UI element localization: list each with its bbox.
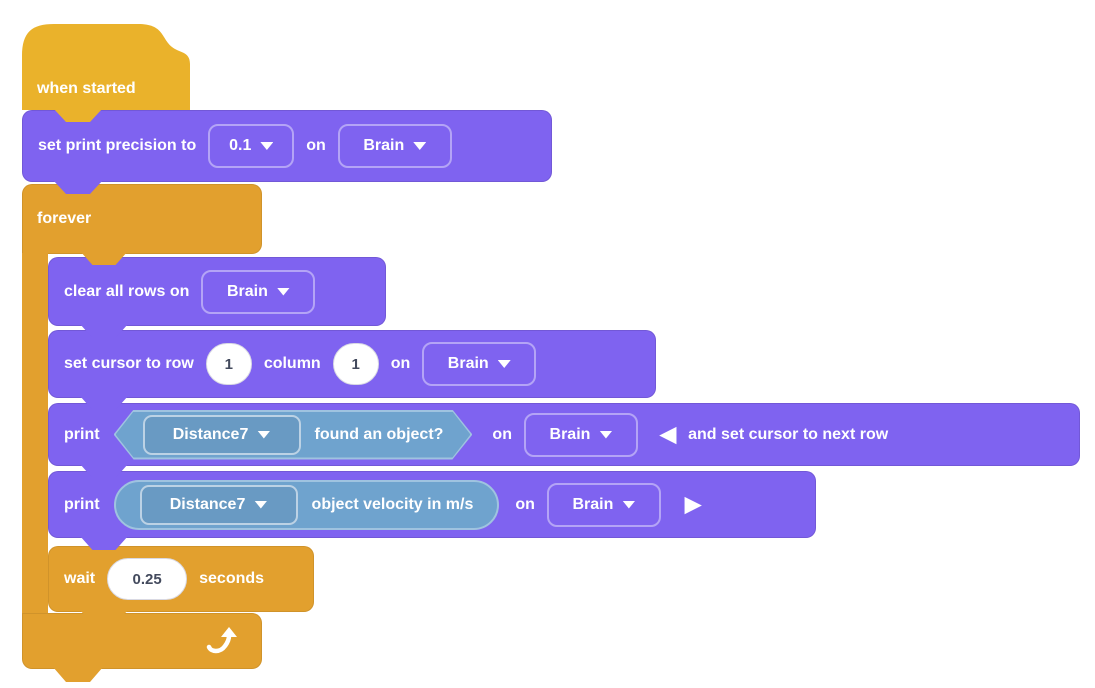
wait-seconds-value: 0.25 bbox=[132, 570, 162, 588]
column-input[interactable]: 1 bbox=[332, 343, 379, 385]
block-wait[interactable]: wait 0.25 seconds bbox=[48, 546, 314, 612]
device-dropdown[interactable]: Brain bbox=[422, 342, 537, 386]
block-set-cursor[interactable]: set cursor to row 1 column 1 on Brain bbox=[48, 330, 656, 398]
row-input[interactable]: 1 bbox=[205, 343, 252, 385]
loop-arrow-icon bbox=[206, 627, 237, 654]
device-value: Brain bbox=[447, 355, 489, 372]
block-print-found-object[interactable]: print Distance7 found an object? on Brai… bbox=[48, 403, 1080, 466]
forever-loop-arm bbox=[22, 253, 48, 614]
connector-tab bbox=[80, 324, 128, 338]
sensor-dropdown[interactable]: Distance7 bbox=[143, 415, 301, 455]
dropdown-caret-icon bbox=[622, 500, 636, 509]
column-value: 1 bbox=[351, 355, 360, 373]
block-print-object-velocity[interactable]: print Distance7 object velocity in m/s o… bbox=[48, 471, 816, 538]
connector-tab bbox=[80, 610, 128, 624]
collapse-left-icon[interactable]: ◀ bbox=[659, 423, 677, 446]
connector-tab bbox=[80, 251, 128, 265]
device-value: Brain bbox=[363, 137, 405, 154]
connector-tab bbox=[53, 667, 103, 682]
column-label: column bbox=[263, 355, 321, 372]
block-when-started[interactable]: when started bbox=[22, 20, 190, 110]
row-value: 1 bbox=[224, 355, 233, 373]
connector-tab bbox=[80, 396, 128, 410]
reporter-object-velocity[interactable]: Distance7 object velocity in m/s bbox=[113, 479, 500, 530]
on-label: on bbox=[306, 137, 326, 154]
device-dropdown[interactable]: Brain bbox=[546, 482, 661, 527]
device-value: Brain bbox=[572, 495, 614, 513]
precision-value: 0.1 bbox=[229, 137, 252, 154]
block-set-print-precision[interactable]: set print precision to 0.1 on Brain bbox=[22, 110, 552, 182]
reporter-label: object velocity in m/s bbox=[311, 495, 474, 513]
set-cursor-label: set cursor to row bbox=[64, 355, 194, 372]
condition-label: found an object? bbox=[314, 425, 444, 443]
when-started-label: when started bbox=[37, 80, 136, 97]
device-dropdown[interactable]: Brain bbox=[337, 124, 452, 168]
connector-tab bbox=[80, 464, 128, 478]
sensor-value: Distance7 bbox=[169, 495, 246, 513]
wait-label: wait bbox=[64, 570, 96, 587]
print-label: print bbox=[64, 495, 100, 513]
block-forever[interactable]: forever bbox=[22, 184, 262, 254]
dropdown-caret-icon bbox=[257, 431, 270, 439]
device-dropdown[interactable]: Brain bbox=[523, 412, 638, 457]
dropdown-caret-icon bbox=[276, 287, 290, 296]
clear-all-rows-label: clear all rows on bbox=[64, 282, 190, 300]
boolean-found-an-object[interactable]: Distance7 found an object? bbox=[114, 410, 473, 460]
connector-tab bbox=[80, 536, 128, 550]
forever-label: forever bbox=[37, 210, 92, 227]
device-dropdown[interactable]: Brain bbox=[201, 269, 316, 314]
connector-tab bbox=[53, 108, 103, 122]
dropdown-caret-icon bbox=[260, 142, 274, 150]
print-label: print bbox=[64, 425, 100, 443]
connector-tab bbox=[53, 180, 103, 194]
sensor-value: Distance7 bbox=[172, 425, 249, 443]
dropdown-caret-icon bbox=[497, 360, 511, 368]
block-clear-all-rows[interactable]: clear all rows on Brain bbox=[48, 257, 386, 326]
dropdown-caret-icon bbox=[413, 142, 427, 150]
dropdown-caret-icon bbox=[599, 430, 613, 439]
on-label: on bbox=[515, 495, 535, 513]
precision-dropdown[interactable]: 0.1 bbox=[208, 124, 295, 168]
suffix-label: and set cursor to next row bbox=[688, 425, 889, 443]
on-label: on bbox=[390, 355, 411, 372]
sensor-dropdown[interactable]: Distance7 bbox=[139, 484, 298, 525]
device-value: Brain bbox=[549, 425, 591, 443]
wait-seconds-input[interactable]: 0.25 bbox=[107, 558, 188, 600]
set-print-precision-label: set print precision to bbox=[38, 137, 197, 154]
seconds-label: seconds bbox=[199, 570, 265, 587]
dropdown-caret-icon bbox=[254, 500, 268, 509]
device-value: Brain bbox=[226, 282, 268, 300]
expand-right-icon[interactable]: ▶ bbox=[684, 493, 702, 516]
on-label: on bbox=[492, 425, 512, 443]
forever-loop-footer[interactable] bbox=[22, 613, 262, 669]
